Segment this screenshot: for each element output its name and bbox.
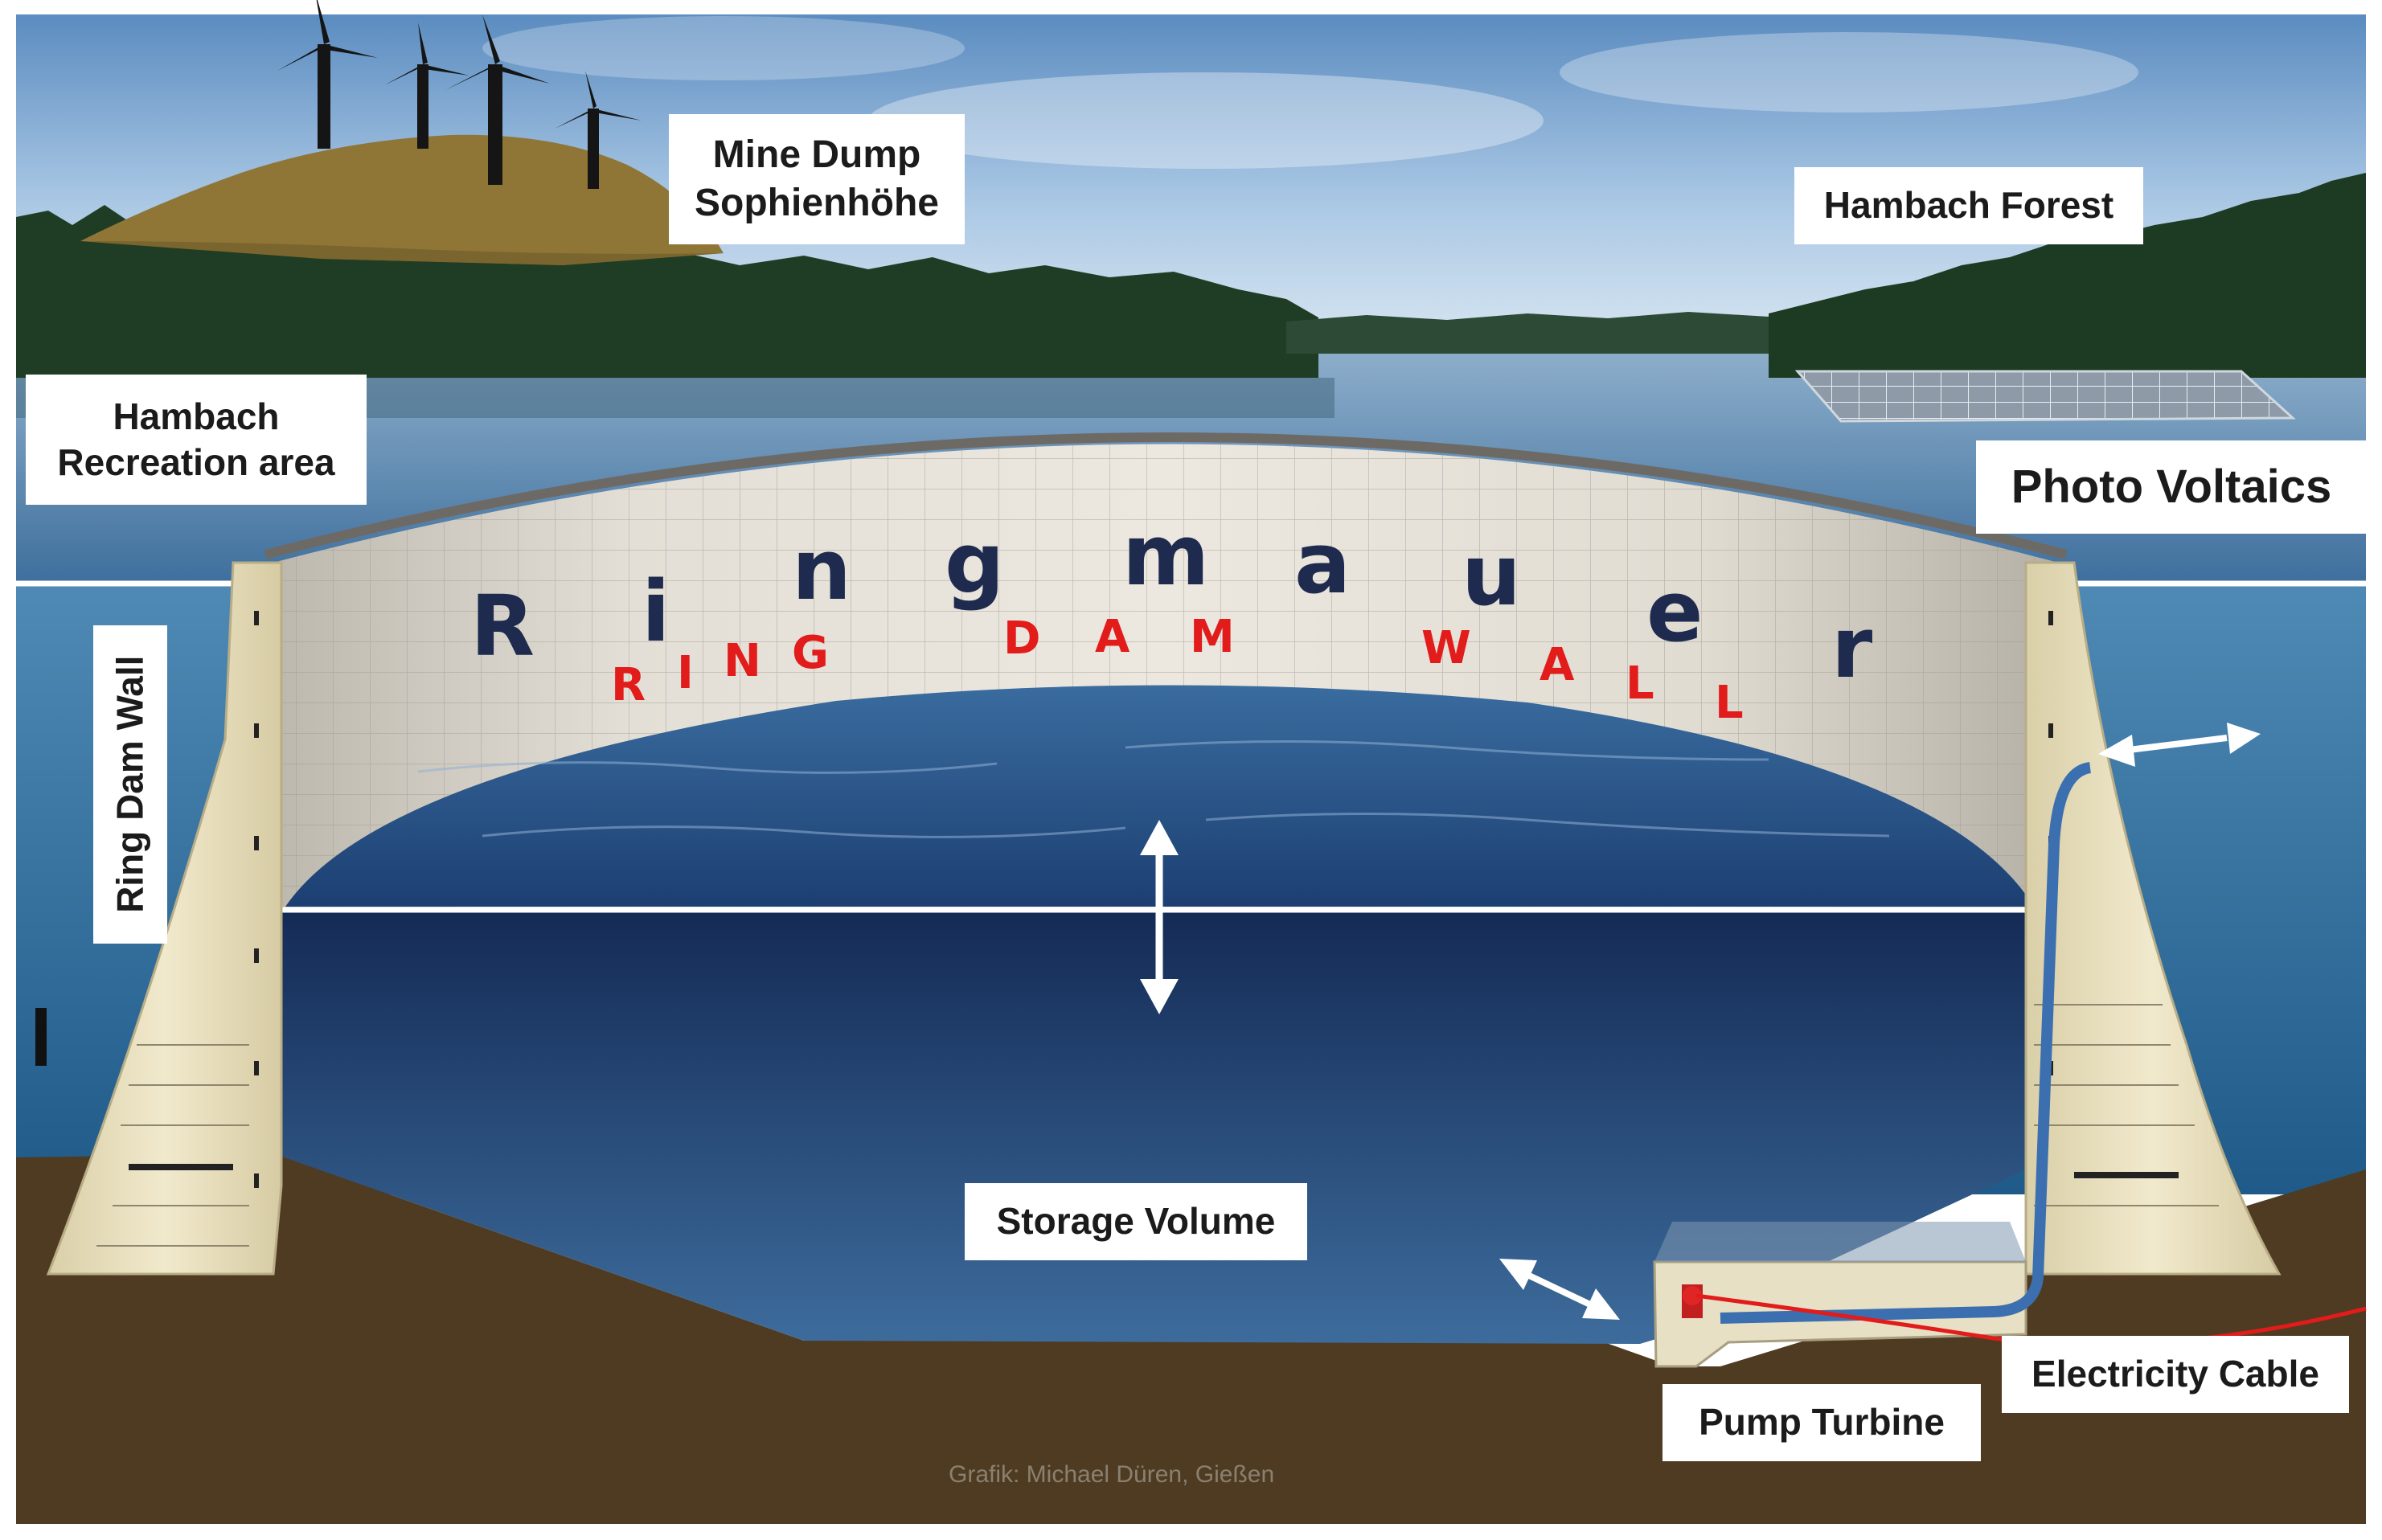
wall-subtitle-letter: A [1539,639,1575,691]
forest-right [1769,173,2366,378]
wall-title-letter: r [1831,599,1873,697]
label-electricity-cable: Electricity Cable [2002,1336,2349,1413]
label-hambach-forest: Hambach Forest [1794,167,2143,244]
left-dam-details [129,611,259,1188]
wall-subtitle-letter: L [1715,677,1744,729]
water-level-arrow [1140,820,1179,1014]
solar-panel-array [1794,370,2296,423]
right-dam-section [2024,561,2282,1276]
penstock [1720,762,2092,1324]
wall-title-letter: e [1646,563,1703,661]
label-mine-dump-line2: Sophienhöhe [695,182,939,224]
wall-title-letter: m [1122,506,1210,604]
wall-subtitle-letter: N [724,635,761,687]
wall-title-letter: n [792,521,852,619]
reservoir-upper-water [285,685,2034,907]
mine-dump-shadow [80,241,724,265]
mine-dump-hill [80,134,724,265]
wall-subtitle-letter: L [1626,657,1654,710]
label-mine-dump: Mine Dump Sophienhöhe [669,114,965,244]
label-recreation-area: Hambach Recreation area [26,375,367,505]
wave-lines [417,740,1890,838]
label-recreation-area-line1: Hambach [113,395,280,437]
wall-subtitle-letter: M [1190,611,1235,663]
wall-subtitle-letter: I [677,647,694,699]
wall-subtitle-letter: W [1421,622,1471,674]
powerhouse-glass [1654,1222,2026,1262]
wall-title-letter: g [945,514,1005,612]
label-recreation-area-line2: Recreation area [57,441,335,483]
label-pump-turbine: Pump Turbine [1662,1384,1981,1461]
cloud [482,16,965,80]
wall-subtitle-letter: D [1003,612,1041,665]
forest-middle [1286,309,1817,354]
wall-crest [264,432,2068,559]
electricity-cable [1695,1293,2367,1346]
wall-title-letter: R [470,577,535,675]
inflow-arrow-bottom [1499,1259,1620,1320]
wall-subtitle-letter: A [1095,611,1130,663]
pump-turbine-rotor [1683,1286,1702,1305]
wind-turbine [384,23,469,149]
outflow-arrow-top [2098,723,2261,767]
right-dam-ladders [2034,1004,2219,1206]
wind-turbine [277,0,378,149]
wall-title-letter: i [642,563,670,661]
left-dam-section [46,561,283,1276]
label-storage-volume: Storage Volume [965,1183,1307,1260]
wall-title-letter: u [1462,526,1522,625]
left-marker-bar [35,1008,47,1066]
left-dam-ladders [96,1044,249,1247]
reservoir-deep-water [273,908,2026,1344]
wind-turbine [555,71,642,189]
image-credit: Grafik: Michael Düren, Gießen [949,1461,1275,1488]
cloud [1560,32,2138,113]
wall-subtitle-letter: R [611,659,646,711]
label-photo-voltaics: Photo Voltaics [1976,440,2367,534]
wall-subtitle-letter: G [792,627,829,679]
cloud [868,72,1544,169]
wall-title-letter: a [1294,514,1351,612]
label-ring-dam-wall-side: Ring Dam Wall [93,625,167,944]
wind-turbine [445,14,550,185]
label-mine-dump-line1: Mine Dump [712,133,921,176]
